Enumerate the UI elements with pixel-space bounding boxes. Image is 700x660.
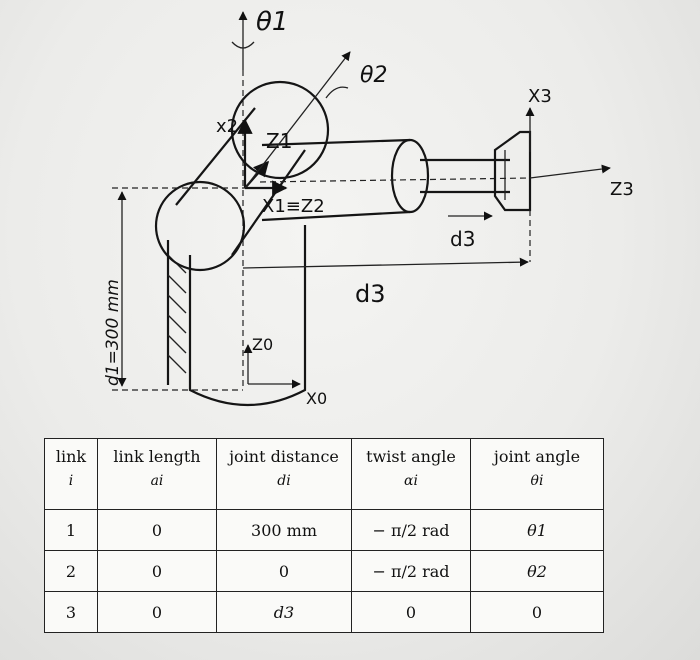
d3-dimension-line xyxy=(242,257,529,269)
cell-joint-distance: 300 mm xyxy=(216,509,352,551)
cell-link-length: 0 xyxy=(97,591,217,633)
ground-hatch xyxy=(166,240,187,385)
frame0-axes xyxy=(243,344,301,389)
table-row: 3 0 d3 0 0 xyxy=(44,591,604,633)
table-row: 1 0 300 mm − π/2 rad θ1 xyxy=(44,509,604,551)
table-row: 2 0 0 − π/2 rad θ2 xyxy=(44,550,604,592)
z3-label: Z3 xyxy=(610,179,634,200)
theta1-label: θ1 xyxy=(256,7,288,37)
shoulder-joint xyxy=(154,180,246,272)
d1-label: d1=300 mm xyxy=(103,279,123,386)
cell-joint-distance: 0 xyxy=(216,550,352,592)
x0-label: X0 xyxy=(306,389,327,408)
cell-twist-angle: − π/2 rad xyxy=(351,509,471,551)
gripper xyxy=(493,130,532,212)
cell-joint-angle: 0 xyxy=(470,591,604,633)
cell-link: 3 xyxy=(44,591,98,633)
z1-label: Z1 xyxy=(266,129,292,153)
base-column xyxy=(188,225,307,407)
cell-link-length: 0 xyxy=(97,509,217,551)
theta2-label: θ2 xyxy=(360,63,387,88)
x3-label: X3 xyxy=(528,86,552,107)
frame1-axes xyxy=(237,51,351,196)
robot-arm-diagram: θ1 θ2 x2 xyxy=(103,7,634,408)
x2-label: x2 xyxy=(216,116,238,137)
d1-dimension xyxy=(112,187,245,391)
cell-twist-angle: − π/2 rad xyxy=(351,550,471,592)
cell-joint-angle: θ1 xyxy=(470,509,604,551)
z0-label: Z0 xyxy=(252,335,273,354)
cell-link-length: 0 xyxy=(97,550,217,592)
x1z2-label: X1≡Z2 xyxy=(262,196,325,217)
cell-link: 1 xyxy=(44,509,98,551)
cell-joint-angle: θ2 xyxy=(470,550,604,592)
frame3-axes xyxy=(525,107,611,262)
cell-joint-distance: d3 xyxy=(216,591,352,633)
d3-small-label: d3 xyxy=(450,227,475,251)
cell-link: 2 xyxy=(44,550,98,592)
d3-dimension-label: d3 xyxy=(355,280,386,308)
cell-twist-angle: 0 xyxy=(351,591,471,633)
